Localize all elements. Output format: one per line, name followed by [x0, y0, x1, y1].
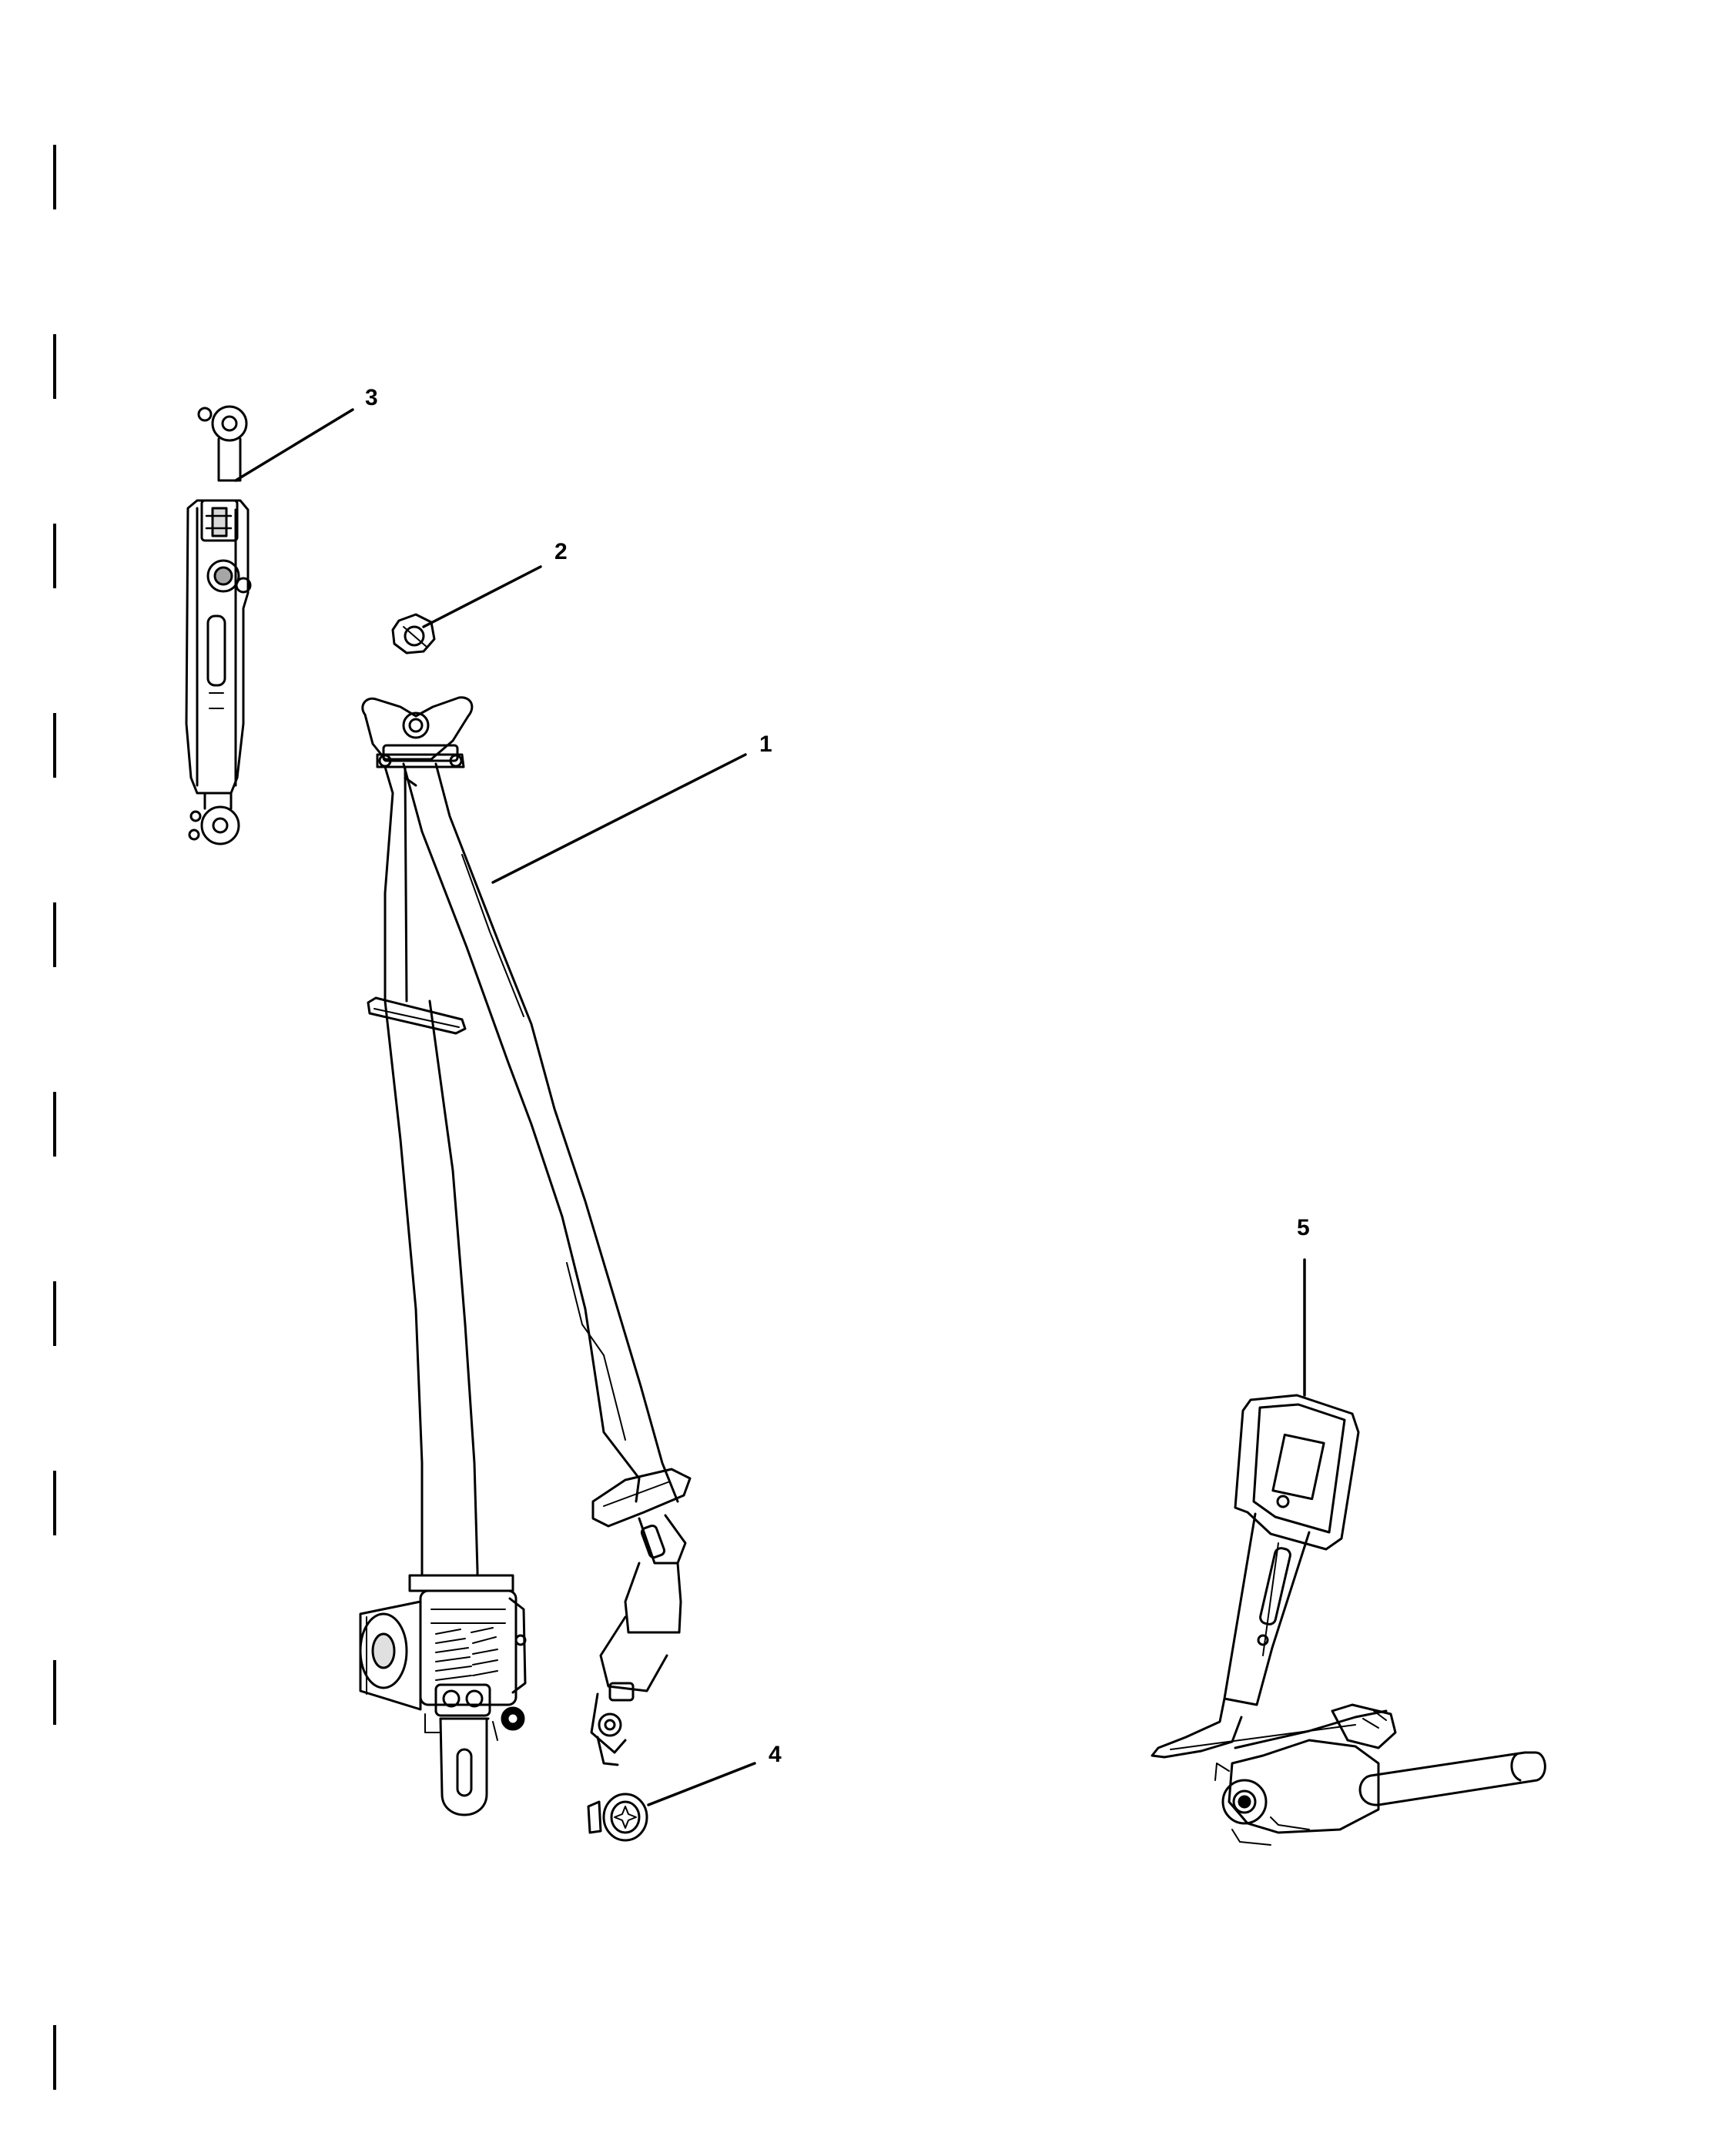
callout-label-4: 4 — [769, 1742, 782, 1767]
edge-mark — [53, 2025, 56, 2090]
edge-mark — [53, 1660, 56, 1725]
leader-line-2 — [422, 565, 542, 628]
edge-mark — [53, 1281, 56, 1346]
callout-label-1: 1 — [759, 732, 772, 757]
edge-mark — [53, 145, 56, 209]
edge-mark — [53, 1471, 56, 1535]
leader-line-3 — [234, 408, 354, 482]
nut-part — [391, 613, 436, 654]
edge-mark — [53, 524, 56, 588]
edge-mark — [53, 334, 56, 399]
leader-line-4 — [647, 1762, 756, 1806]
edge-mark — [53, 713, 56, 778]
leader-line-1 — [491, 753, 747, 884]
edge-mark — [53, 902, 56, 967]
bolt-part — [587, 1793, 648, 1842]
callout-label-5: 5 — [1297, 1215, 1310, 1240]
height-adjuster-part — [185, 405, 252, 845]
edge-mark — [53, 1092, 56, 1157]
callout-label-2: 2 — [554, 539, 568, 564]
callout-label-3: 3 — [365, 385, 378, 410]
seat-belt-assembly-part — [359, 696, 692, 1816]
buckle-part — [1151, 1394, 1546, 1846]
